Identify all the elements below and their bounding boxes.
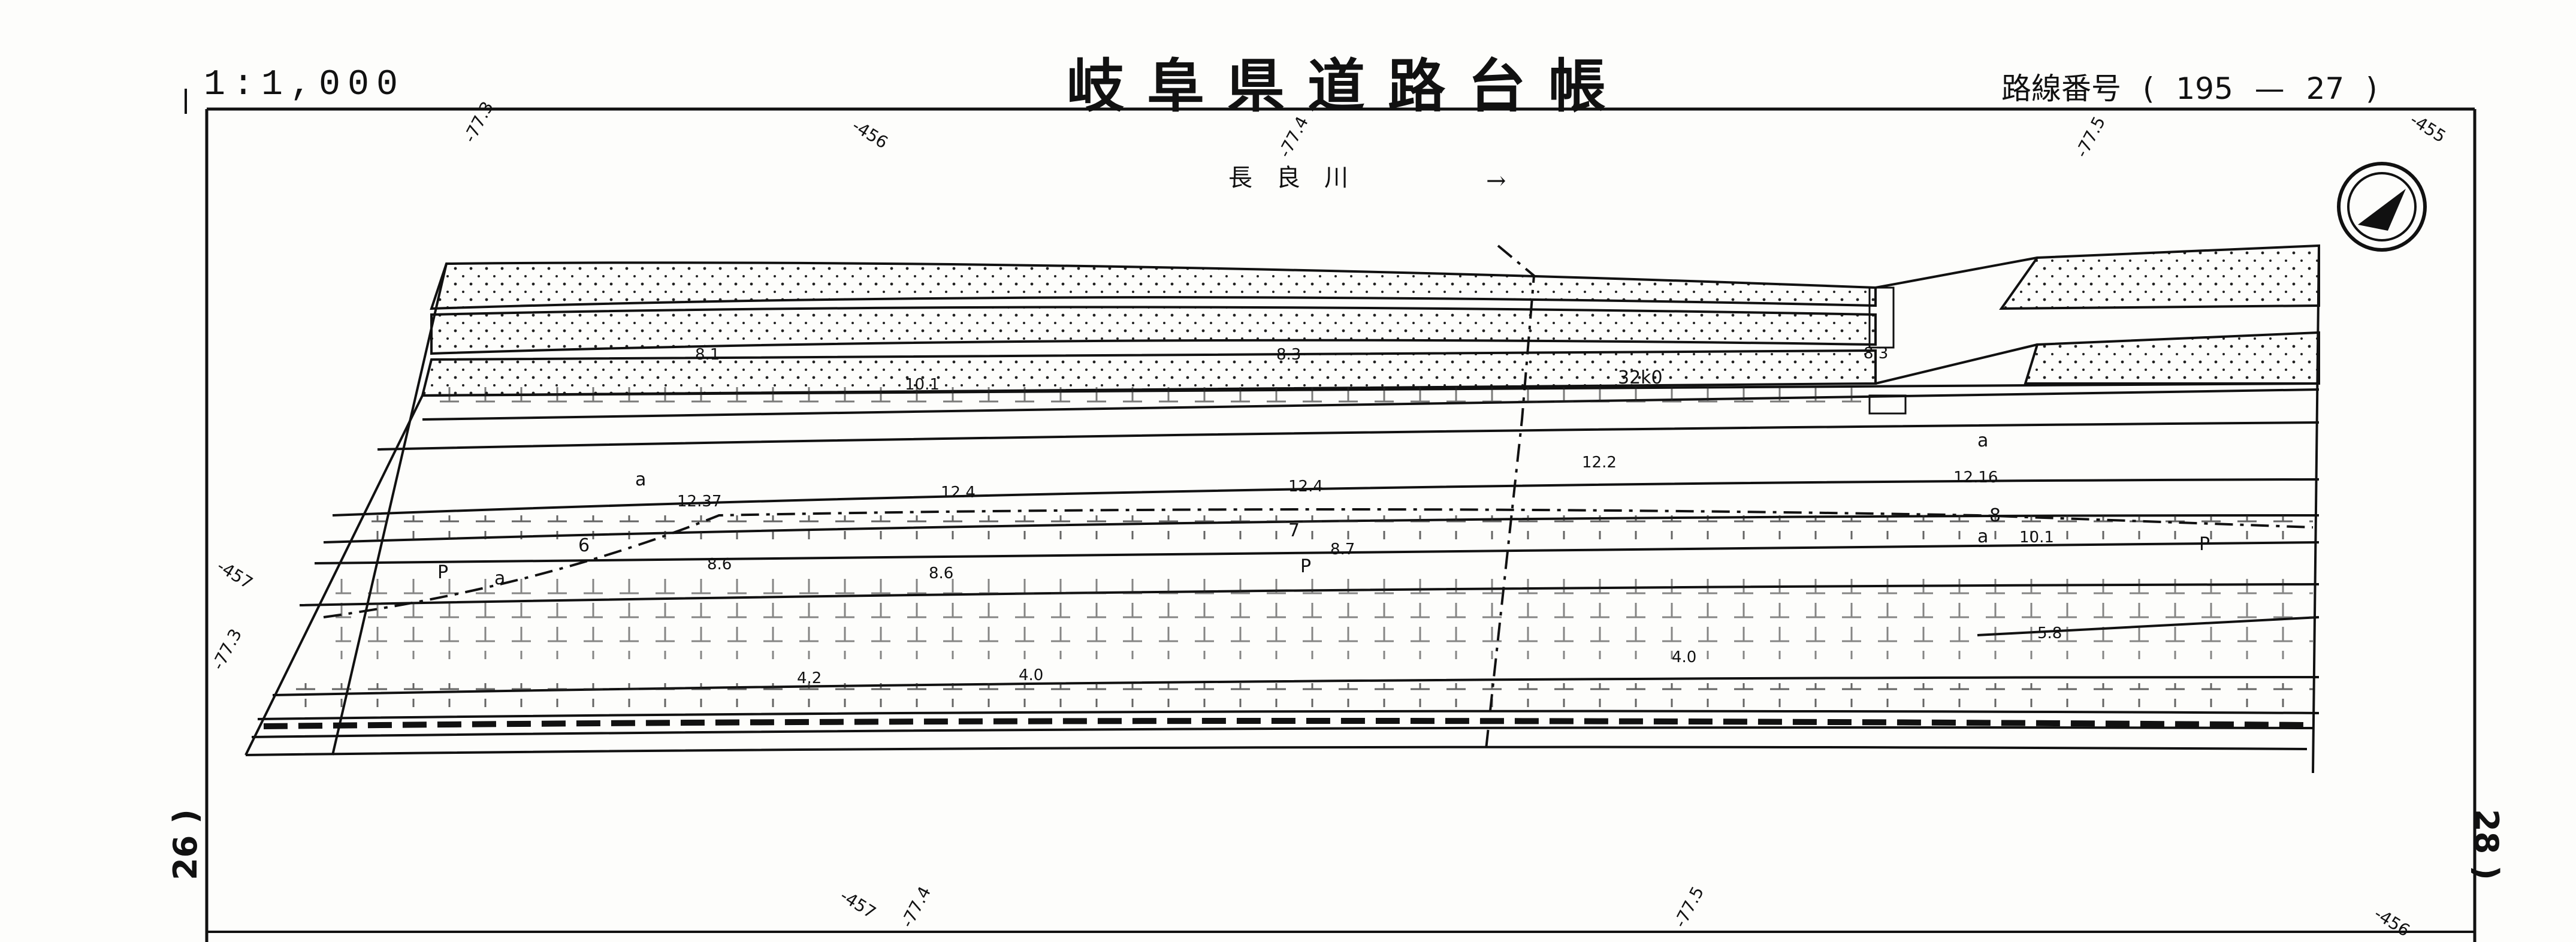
symbol-label: a <box>1977 526 1988 547</box>
route-id: 195 <box>2176 71 2233 106</box>
map-scale: 1:1,000 <box>204 65 406 105</box>
width-label: 8.3 <box>1276 346 1301 364</box>
elevation-label: -77.4 <box>1275 113 1312 161</box>
width-label: 12.4 <box>1288 478 1323 496</box>
elevation-label: -455 <box>2406 110 2449 147</box>
elevation-label: -77.5 <box>2071 113 2109 161</box>
elevation-label: -457 <box>213 556 256 593</box>
symbol-label: 7 <box>1288 520 1300 541</box>
width-label: 12.4 <box>941 484 976 502</box>
route-number: 路線番号 ( 195 — 27 ) <box>2001 65 2390 108</box>
elevation-label: -456 <box>2370 904 2413 941</box>
width-label: 10.1 <box>905 376 940 394</box>
north-arrow-icon <box>2337 162 2427 252</box>
symbol-label: a <box>635 469 646 490</box>
width-label: 10.1 <box>2019 529 2054 547</box>
distance-marker: 32k0 <box>1618 367 1663 388</box>
elevation-label: -77.3 <box>460 98 497 146</box>
width-label: 12.16 <box>1953 469 1998 487</box>
symbol-label: a <box>494 568 505 589</box>
width-label: 5.8 <box>2037 624 2062 642</box>
route-sheet: 27 <box>2306 71 2345 106</box>
width-label: 12.37 <box>677 493 721 511</box>
symbol-labels: a a a a P P P 6 7 8 <box>437 430 2210 589</box>
symbol-label: 6 <box>578 535 590 556</box>
route-open: ( <box>2142 71 2155 106</box>
symbol-label: 8 <box>1989 505 2001 526</box>
width-label: 8.7 <box>1330 541 1355 558</box>
symbol-label: P <box>1300 556 1311 577</box>
elevation-label: -77.5 <box>1670 883 1708 931</box>
route-dash: — <box>2254 71 2285 106</box>
symbol-label: P <box>2199 534 2210 555</box>
symbol-label: a <box>1977 430 1988 451</box>
elevation-label: -77.4 <box>897 883 935 931</box>
elevation-label: -457 <box>836 886 879 923</box>
river-flow-arrow: → <box>1486 167 1506 195</box>
width-labels: 8.1 8.3 8.3 10.1 12.2 12.37 12.4 12.4 12… <box>677 345 2062 687</box>
boundary-line <box>323 244 2314 750</box>
width-label: 12.2 <box>1582 454 1617 472</box>
route-label: 路線番号 <box>2001 71 2121 106</box>
width-label: 8.6 <box>707 555 732 573</box>
river-name: 長 良 川 <box>1228 164 1348 192</box>
width-label: 4.0 <box>1019 666 1043 684</box>
elevation-label: -456 <box>848 116 891 153</box>
width-label: 4.2 <box>797 669 822 687</box>
symbol-label: P <box>437 562 448 583</box>
width-label: 8.6 <box>929 564 953 582</box>
width-label: 4.0 <box>1672 648 1696 666</box>
elevation-label: -77.3 <box>208 626 246 673</box>
slope-hatching <box>288 384 2313 707</box>
route-close: ) <box>2366 71 2378 106</box>
width-label: 8.3 <box>1864 345 1888 363</box>
guard-rail <box>263 717 2308 729</box>
width-label: 8.1 <box>695 346 720 364</box>
sheet-frame <box>185 89 2477 942</box>
